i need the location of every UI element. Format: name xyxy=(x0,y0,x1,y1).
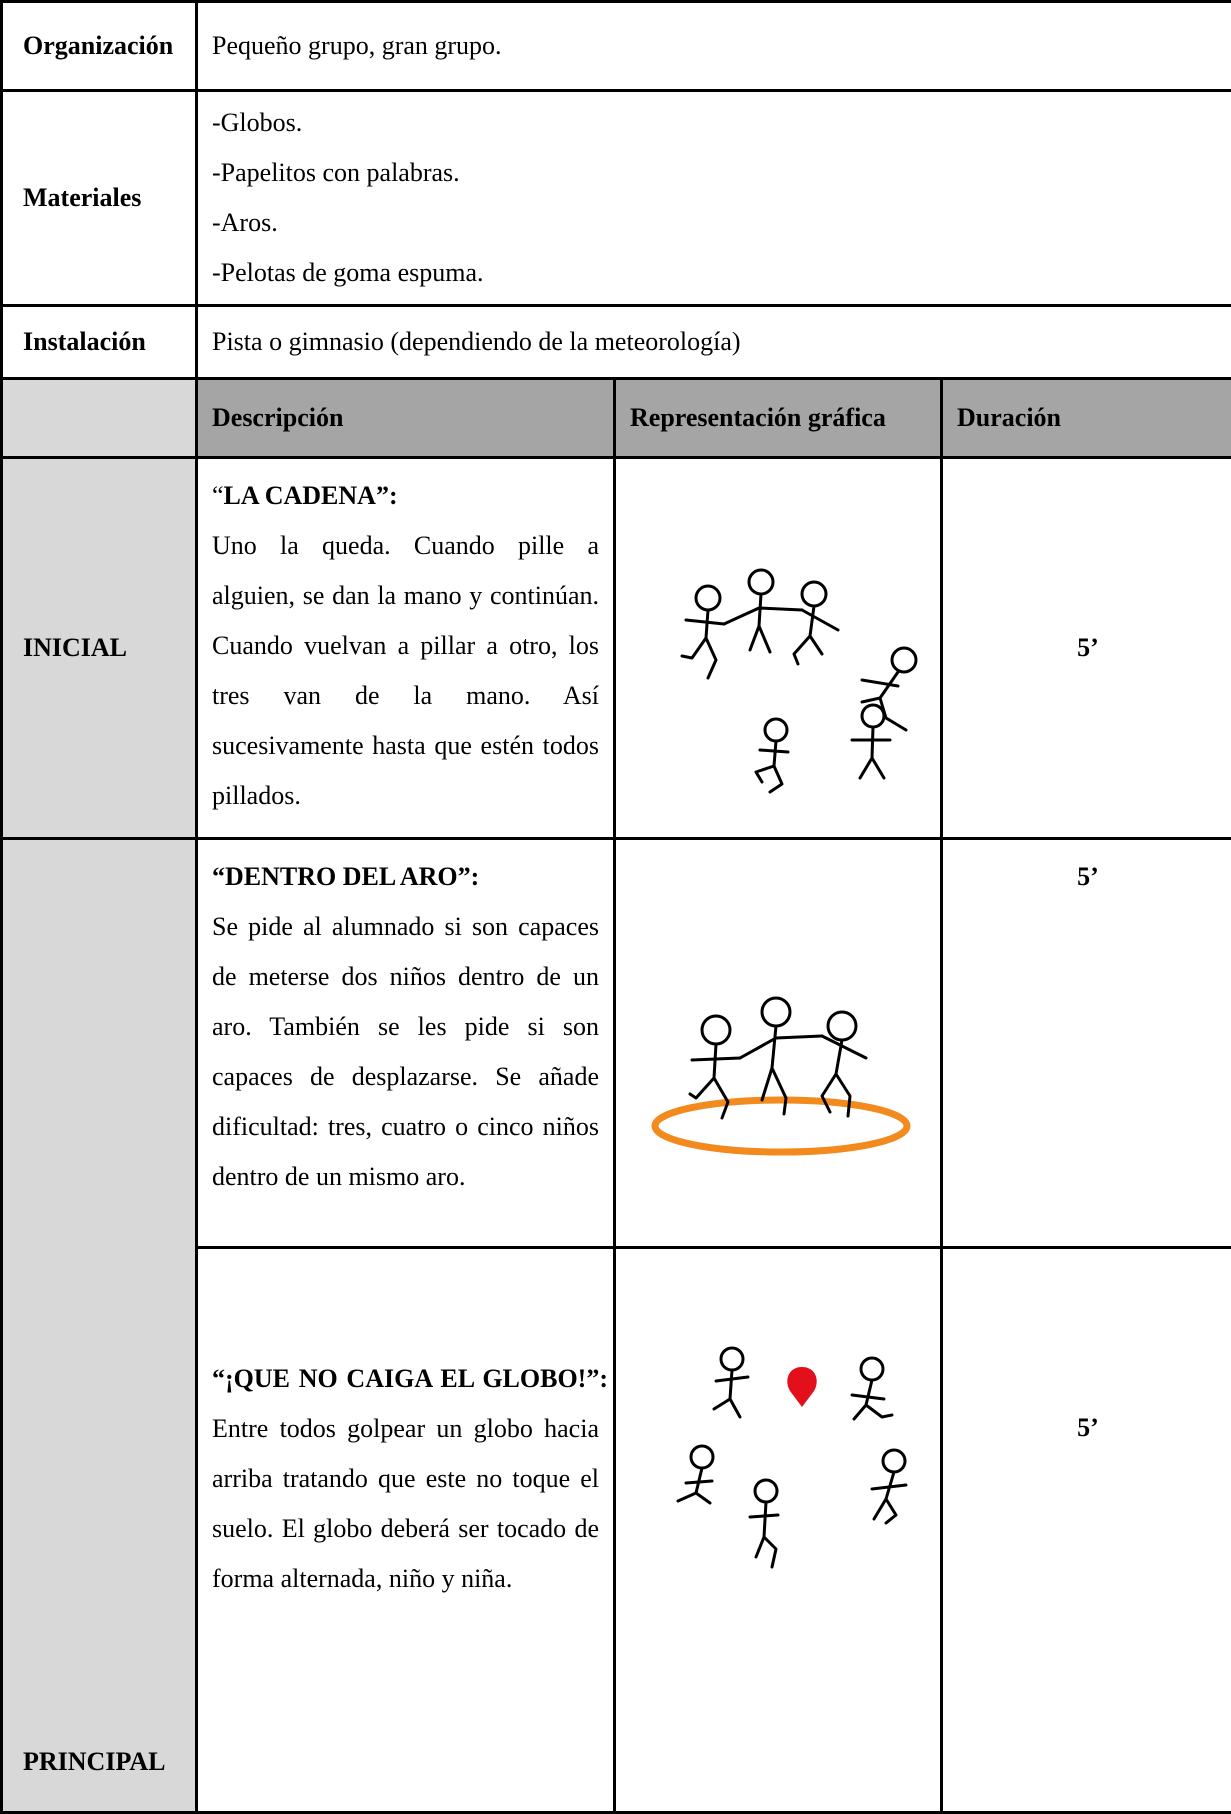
row-instalacion: Instalación Pista o gimnasio (dependiend… xyxy=(2,306,1231,379)
balloon-icon xyxy=(616,1249,943,1609)
material-item: -Papelitos con palabras. xyxy=(212,148,1219,198)
activity-text: Entre todos golpear un globo hacia arrib… xyxy=(212,1414,599,1593)
material-item: -Pelotas de goma espuma. xyxy=(212,248,1219,298)
materiales-list: -Globos. -Papelitos con palabras. -Aros.… xyxy=(197,91,1231,306)
material-item: -Globos. xyxy=(212,98,1219,148)
materiales-label: Materiales xyxy=(2,91,197,306)
activity-text: Uno la queda. Cuando pille a alguien, se… xyxy=(212,531,599,810)
header-phase-cell xyxy=(2,379,197,458)
material-item: -Aros. xyxy=(212,198,1219,248)
row-activity-aro: PRINCIPAL “DENTRO DEL ARO”: Se pide al a… xyxy=(2,839,1231,1248)
phase-principal: PRINCIPAL xyxy=(2,839,197,1813)
activity-title: “LA CADENA”: xyxy=(212,471,599,521)
organizacion-value: Pequeño grupo, gran grupo. xyxy=(197,2,1231,91)
activity-description: “DENTRO DEL ARO”: Se pide al alumnado si… xyxy=(197,839,615,1248)
activity-figure xyxy=(615,839,942,1248)
header-descripcion: Descripción xyxy=(197,379,615,458)
row-organizacion: Organización Pequeño grupo, gran grupo. xyxy=(2,2,1231,91)
header-representacion: Representación gráfica xyxy=(615,379,942,458)
stick-figure-icon xyxy=(616,488,943,808)
row-header: Descripción Representación gráfica Durac… xyxy=(2,379,1231,458)
activity-duration: 5’ xyxy=(942,1248,1231,1813)
instalacion-label: Instalación xyxy=(2,306,197,379)
activity-duration: 5’ xyxy=(942,458,1231,839)
header-duracion: Duración xyxy=(942,379,1231,458)
activity-duration: 5’ xyxy=(942,839,1231,1248)
row-materiales: Materiales -Globos. -Papelitos con palab… xyxy=(2,91,1231,306)
row-activity-cadena: INICIAL “LA CADENA”: Uno la queda. Cuand… xyxy=(2,458,1231,839)
activity-text: Se pide al alumnado si son capaces de me… xyxy=(212,912,599,1191)
activity-figure xyxy=(615,1248,942,1813)
instalacion-value: Pista o gimnasio (dependiendo de la mete… xyxy=(197,306,1231,379)
hoop-icon xyxy=(616,878,943,1208)
activity-figure xyxy=(615,458,942,839)
activity-title: “¡QUE NO CAIGA EL GLOBO!”: xyxy=(212,1354,608,1404)
organizacion-label: Organización xyxy=(2,2,197,91)
activity-title: “DENTRO DEL ARO”: xyxy=(212,852,599,902)
activity-description: “LA CADENA”: Uno la queda. Cuando pille … xyxy=(197,458,615,839)
activity-description: “¡QUE NO CAIGA EL GLOBO!”: Entre todos g… xyxy=(197,1248,615,1813)
phase-inicial: INICIAL xyxy=(2,458,197,839)
